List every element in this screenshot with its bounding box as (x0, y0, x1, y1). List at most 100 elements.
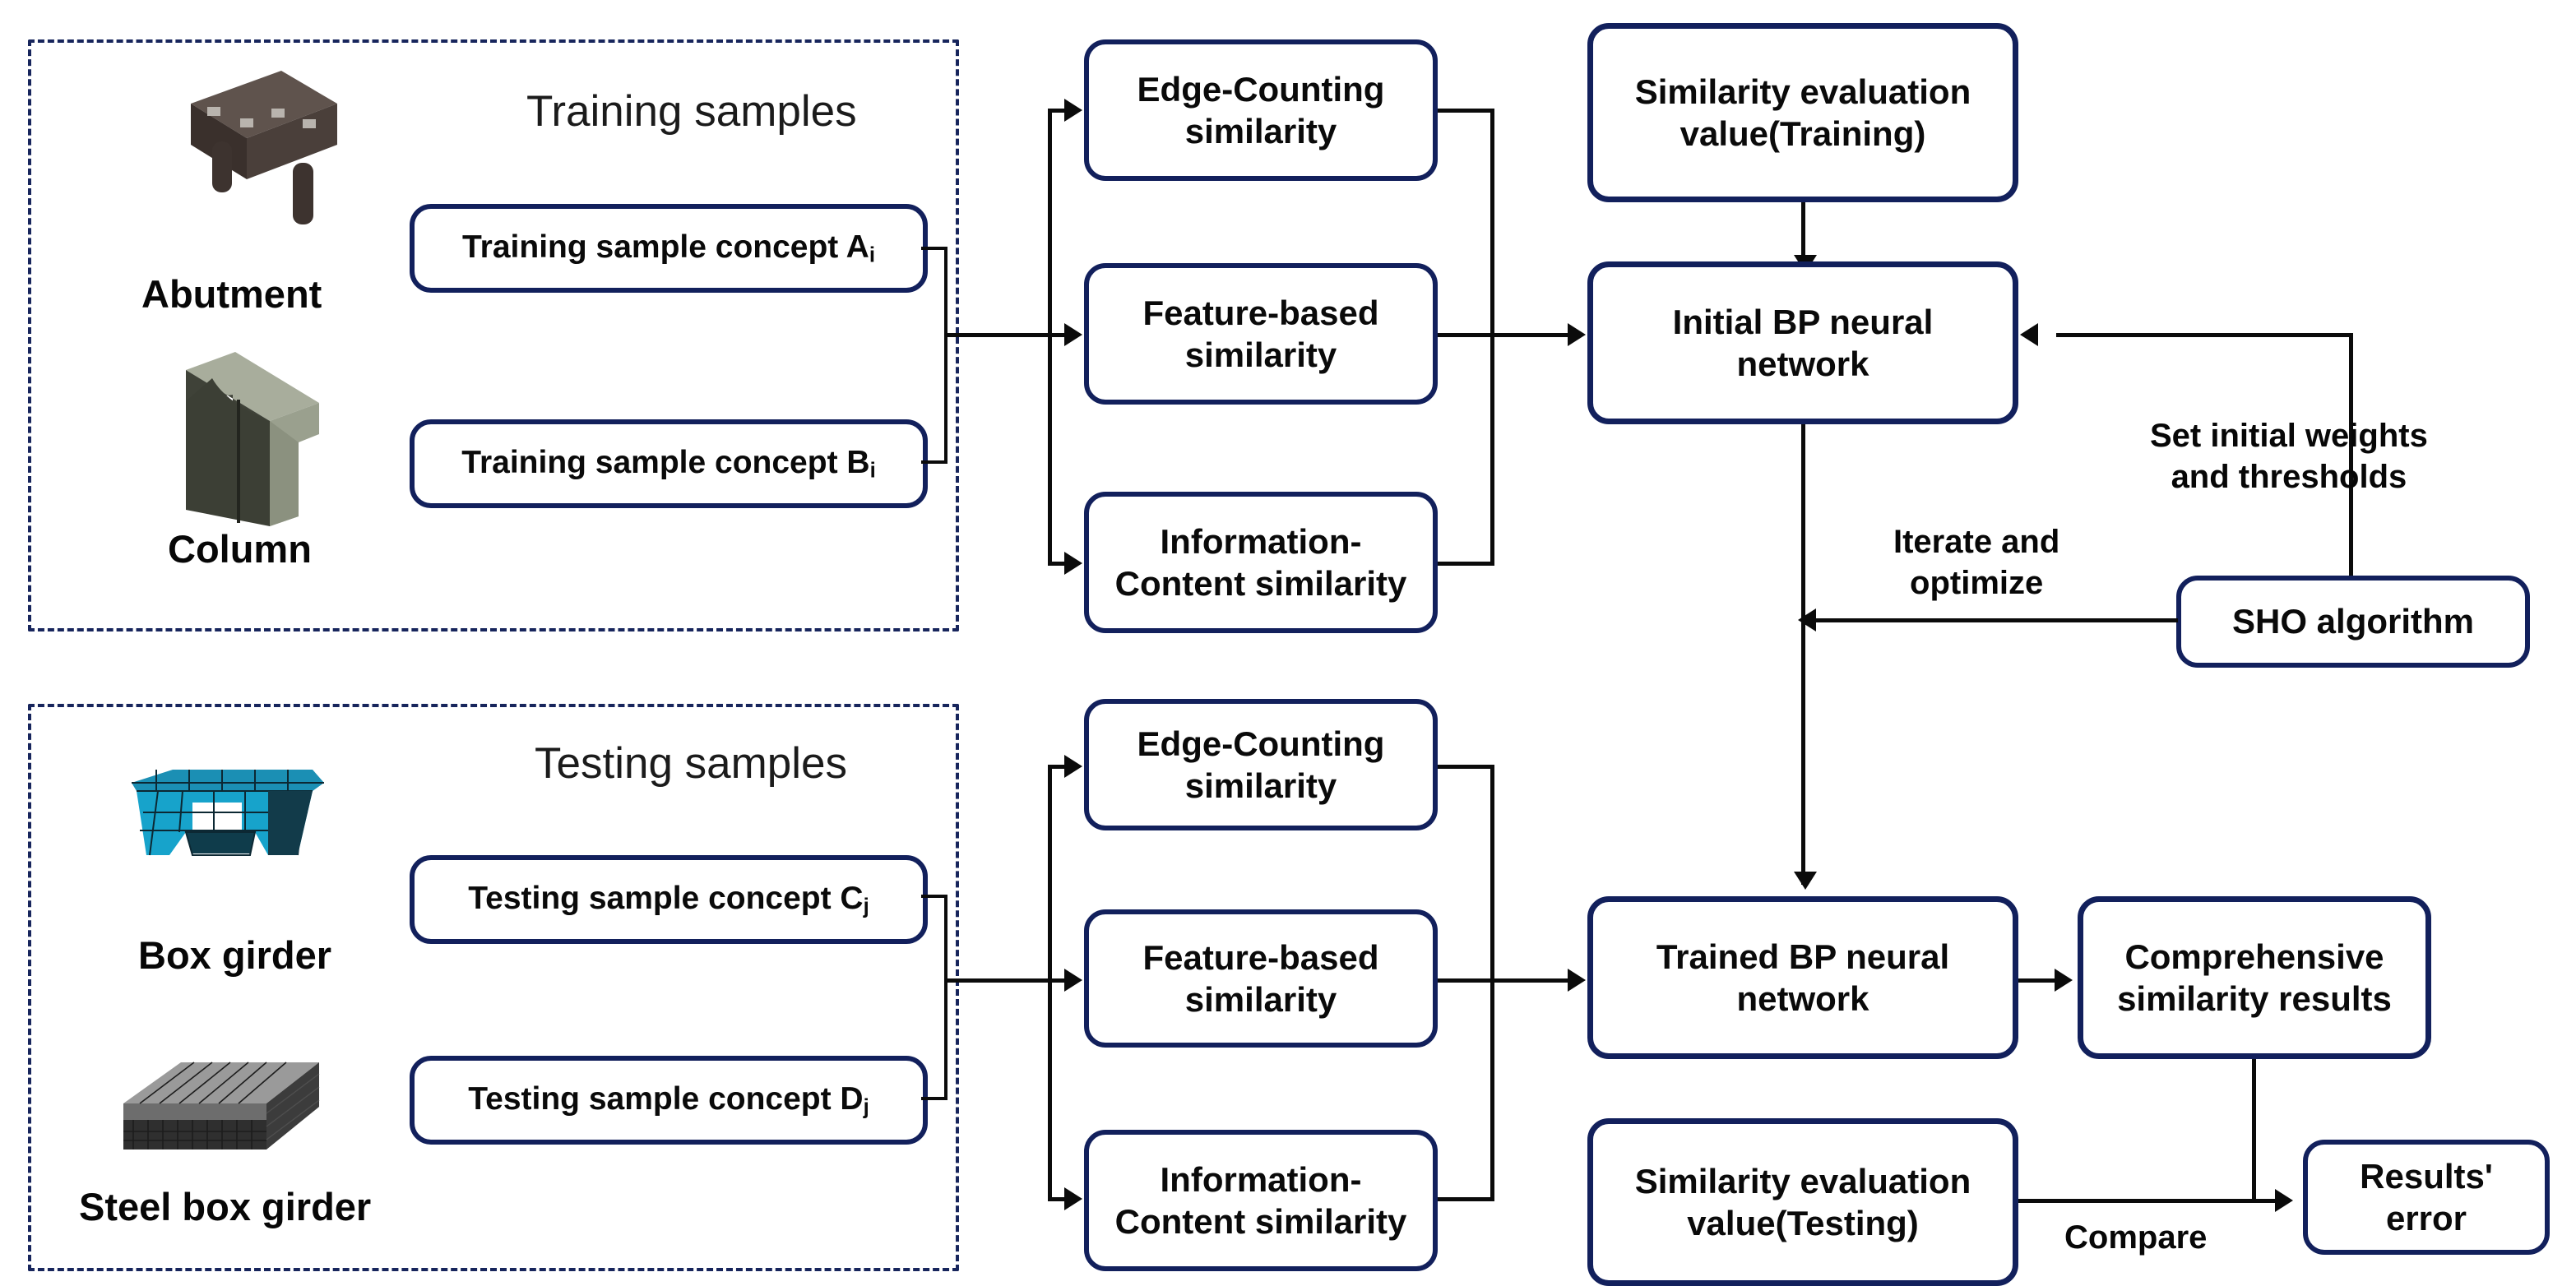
edge-label-line-2: optimize (1910, 565, 2044, 601)
object-label-column: Column (168, 527, 312, 571)
node-similarity-evaluation-training[interactable]: Similarity evaluation value(Training) (1587, 23, 2018, 202)
node-results-error[interactable]: Results' error (2303, 1140, 2550, 1255)
arrow-initialbp-to-trainedbp (1794, 872, 1817, 890)
testing-concept-d-box[interactable]: Testing sample concept Dj (410, 1056, 928, 1145)
testing-brace-top (921, 895, 946, 898)
node-line-2: value(Testing) (1687, 1204, 1919, 1242)
node-line-1: Similarity evaluation (1634, 1161, 1971, 1200)
similarity-line-2: similarity (1184, 980, 1337, 1019)
edge-label-iterate-optimize: Iterate and optimize (1893, 521, 2059, 604)
similarity-line-2: Content similarity (1114, 564, 1407, 603)
node-trained-bp-neural-network[interactable]: Trained BP neural network (1587, 896, 2018, 1059)
arrow-trainedbp-to-comprehensive (2055, 969, 2073, 992)
merge-edge-out-testing (1438, 765, 1494, 769)
training-brace-stem (944, 333, 1051, 337)
line-simeval-to-initialbp (1801, 202, 1805, 257)
node-similarity-evaluation-testing[interactable]: Similarity evaluation value(Testing) (1587, 1118, 2018, 1286)
similarity-line-1: Feature-based (1142, 937, 1379, 977)
training-split-to-edge (1048, 109, 1066, 113)
edge-label-line-1: Compare (2064, 1219, 2208, 1256)
similarity-line-2: similarity (1184, 112, 1337, 150)
similarity-box-information-content-testing[interactable]: Information- Content similarity (1084, 1130, 1438, 1271)
arrow-testing-info (1064, 1187, 1082, 1210)
testing-split-to-feature (1048, 978, 1066, 983)
similarity-line-1: Feature-based (1142, 293, 1379, 332)
node-line-2: network (1736, 979, 1869, 1018)
node-initial-bp-neural-network[interactable]: Initial BP neural network (1587, 261, 2018, 424)
edge-label-compare: Compare (2064, 1217, 2207, 1258)
steel-box-girder-3d-model (123, 1062, 320, 1150)
object-label-box-girder: Box girder (138, 933, 332, 977)
training-samples-title: Training samples (526, 87, 857, 136)
similarity-box-feature-based-testing[interactable]: Feature-based similarity (1084, 909, 1438, 1048)
similarity-box-feature-based-training[interactable]: Feature-based similarity (1084, 263, 1438, 405)
training-concept-b-label: Training sample concept Bi (461, 444, 876, 483)
similarity-line-1: Information- (1160, 521, 1362, 561)
arrow-to-trained-bp (1568, 969, 1586, 992)
similarity-line-1: Information- (1160, 1159, 1362, 1199)
training-brace-top (921, 247, 946, 250)
object-label-abutment: Abutment (141, 272, 322, 316)
similarity-line-1: Edge-Counting (1137, 69, 1385, 109)
node-line-1: Initial BP neural (1672, 302, 1934, 341)
node-comprehensive-similarity-results[interactable]: Comprehensive similarity results (2078, 896, 2431, 1059)
training-concept-a-label: Training sample concept Ai (462, 229, 875, 267)
similarity-line-2: similarity (1184, 335, 1337, 374)
merge-info-out-testing (1438, 1197, 1494, 1201)
testing-samples-title: Testing samples (535, 739, 848, 788)
arrow-training-edge (1064, 99, 1082, 122)
similarity-box-information-content-training[interactable]: Information- Content similarity (1084, 492, 1438, 633)
merge-to-trained-bp (1438, 978, 1571, 983)
similarity-line-1: Edge-Counting (1137, 724, 1385, 763)
box-girder-3d-model (132, 770, 324, 856)
column-3d-model (186, 352, 319, 526)
arrow-training-feature (1064, 323, 1082, 346)
testing-samples-group (28, 704, 959, 1271)
merge-info-out-training (1438, 562, 1494, 566)
line-initialbp-to-trainedbp (1801, 424, 1805, 885)
training-brace-bottom (921, 460, 946, 464)
merge-trunk-training (1490, 109, 1494, 566)
testing-split-to-edge (1048, 765, 1066, 769)
testing-split-trunk (1048, 765, 1052, 1200)
node-line-1: Similarity evaluation (1634, 72, 1971, 111)
arrow-to-initial-bp (1568, 323, 1586, 346)
line-trainedbp-to-comprehensive (2018, 978, 2059, 983)
training-concept-a-box[interactable]: Training sample concept Ai (410, 204, 928, 293)
node-line-1: Comprehensive (2124, 937, 2384, 976)
node-line-1: Trained BP neural (1656, 937, 1950, 976)
arrow-setweights-to-initialbp (2020, 323, 2038, 346)
similarity-line-2: Content similarity (1114, 1202, 1407, 1241)
node-line-1: Results' error (2360, 1156, 2493, 1237)
node-line-2: similarity results (2117, 979, 2392, 1018)
training-brace-vertical (944, 247, 947, 464)
line-iterate-h (1801, 618, 2178, 622)
merge-edge-out-training (1438, 109, 1494, 113)
node-line-1: SHO algorithm (2231, 602, 2475, 641)
object-label-steel-box-girder: Steel box girder (79, 1185, 372, 1228)
training-split-to-feature (1048, 333, 1066, 337)
arrow-testing-feature (1064, 969, 1082, 992)
testing-brace-bottom (921, 1097, 946, 1100)
testing-brace-stem (944, 978, 1051, 983)
testing-concept-c-box[interactable]: Testing sample concept Cj (410, 855, 928, 944)
line-comprehensive-down (2252, 1059, 2256, 1200)
arrow-training-info (1064, 552, 1082, 575)
node-line-2: network (1736, 345, 1869, 383)
testing-split-to-info (1048, 1197, 1066, 1201)
arrow-to-results-error (2275, 1189, 2293, 1212)
edge-label-line-2: and thresholds (2171, 459, 2407, 495)
similarity-box-edge-counting-training[interactable]: Edge-Counting similarity (1084, 39, 1438, 181)
similarity-box-edge-counting-testing[interactable]: Edge-Counting similarity (1084, 699, 1438, 830)
merge-trunk-testing (1490, 765, 1494, 1201)
testing-brace-vertical (944, 895, 947, 1100)
node-sho-algorithm[interactable]: SHO algorithm (2176, 576, 2530, 668)
merge-to-initial-bp (1438, 333, 1571, 337)
node-line-2: value(Training) (1679, 114, 1926, 153)
training-split-to-info (1048, 562, 1066, 566)
training-concept-b-box[interactable]: Training sample concept Bi (410, 419, 928, 508)
line-setweights-v (2349, 333, 2353, 584)
line-simevaltesting-to-error (2018, 1199, 2282, 1203)
edge-label-line-1: Iterate and (1893, 524, 2060, 560)
